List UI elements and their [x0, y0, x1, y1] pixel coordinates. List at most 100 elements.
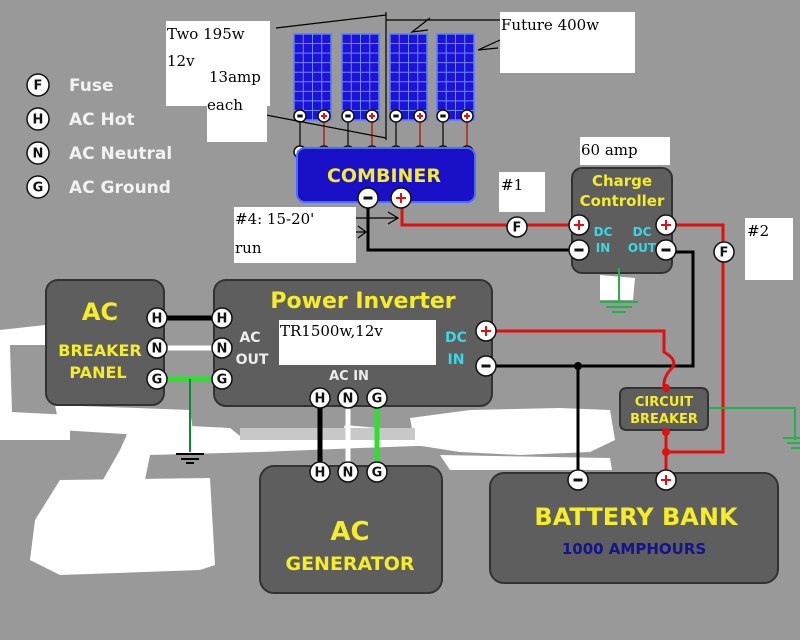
- panel-neutral-terminal: N: [146, 337, 168, 359]
- inverter-in-hot-terminal-letter: H: [315, 392, 326, 407]
- inverter-ac-in-label: AC IN: [329, 369, 369, 384]
- annotation-lines: [265, 12, 501, 239]
- panel-neutral-terminal-letter: N: [152, 342, 163, 357]
- scribble-shade: [240, 428, 415, 440]
- inverter-in-ground-terminal: G: [366, 387, 388, 409]
- panel-ground-terminal-letter: G: [152, 373, 163, 388]
- breaker-panel-title-3: PANEL: [69, 363, 126, 382]
- future-note-text: Future 400w: [501, 16, 600, 34]
- legend-label: AC Ground: [69, 178, 171, 198]
- inverter-in-ground-terminal-letter: G: [372, 392, 383, 407]
- run-note: #4: 15-20' run: [234, 207, 356, 263]
- cb-terminal-bottom: [662, 428, 670, 436]
- legend-symbol-icon-letter: N: [33, 147, 44, 162]
- solar-panel: [341, 33, 380, 159]
- generator-ground-terminal-letter: G: [372, 466, 383, 481]
- legend-label: Fuse: [69, 76, 114, 96]
- cc-dc-in-pos-terminal: [568, 214, 590, 236]
- cc-dc-out-label-1: DC: [633, 225, 652, 239]
- inverter-in-neutral-terminal: N: [337, 387, 359, 409]
- panel-neg-terminal: [389, 109, 403, 123]
- future-note: Future 400w: [500, 12, 635, 73]
- inverter-in-neutral-terminal-letter: N: [343, 392, 354, 407]
- inverter-ac-out-label-2: OUT: [236, 352, 269, 368]
- combiner-neg-terminal: [357, 187, 379, 209]
- breaker-panel-title-2: BREAKER: [58, 341, 141, 360]
- controller-rating: 60 amp: [581, 141, 638, 159]
- circuit-breaker-title-2: BREAKER: [630, 412, 698, 427]
- panel-spec-line-4: each: [207, 96, 243, 114]
- panel-pos-terminal: [365, 109, 379, 123]
- solar-panel: [389, 33, 428, 159]
- wire-combiner-neg: [366, 200, 580, 252]
- cc-ground-scribble: [600, 275, 635, 300]
- fuse-1: F: [506, 216, 528, 238]
- legend-symbol-icon: H: [26, 107, 50, 131]
- panel-neg-terminal: [436, 109, 450, 123]
- legend-item: G AC Ground: [26, 175, 171, 199]
- fuse-2: F: [713, 241, 735, 263]
- panel-ground-terminal: G: [146, 368, 168, 390]
- combiner-title: COMBINER: [327, 165, 441, 187]
- legend-symbol-icon-letter: H: [33, 113, 44, 128]
- inverter-dc-neg-terminal: [475, 355, 497, 377]
- run-note-line-2: run: [235, 239, 262, 257]
- wire-cc-out-pos: [665, 223, 725, 454]
- panel-spec-line-2: 12v: [167, 52, 195, 70]
- fuse2-label: #2: [747, 222, 770, 240]
- panel-earth-icon: [176, 453, 204, 464]
- battery-pos-terminal: [655, 469, 677, 491]
- fuse2-note: #2: [745, 218, 793, 280]
- cc-dc-in-label-2: IN: [596, 241, 611, 255]
- generator-hot-terminal: H: [309, 461, 331, 483]
- legend-symbol-icon: F: [26, 73, 50, 97]
- generator-ground-terminal: G: [366, 461, 388, 483]
- inverter-out-hot-terminal-letter: H: [217, 312, 228, 327]
- breaker-panel-title-1: AC: [82, 298, 118, 326]
- cc-dc-in-label-1: DC: [594, 225, 613, 239]
- cc-dc-out-pos-terminal: [655, 214, 677, 236]
- panel-pos-terminal: [317, 109, 331, 123]
- wire-cc-out-neg: [488, 250, 695, 368]
- battery-bank-title: BATTERY BANK: [534, 503, 739, 531]
- inverter-out-ground-terminal-letter: G: [217, 373, 228, 388]
- cc-dc-out-label-2: OUT: [628, 241, 657, 255]
- panel-pos-terminal: [460, 109, 474, 123]
- junction-pos: [662, 448, 670, 456]
- combiner-box: [296, 147, 476, 203]
- fuse1-note: #1: [499, 172, 545, 212]
- inverter-ac-out-label-1: AC: [239, 330, 260, 346]
- generator-hot-terminal-letter: H: [315, 466, 326, 481]
- inverter-out-neutral-terminal-letter: N: [217, 342, 228, 357]
- inverter-model-note: TR1500w,12v: [279, 320, 436, 365]
- junction-neg: [574, 362, 582, 370]
- legend-label: AC Hot: [69, 110, 135, 130]
- cc-dc-out-neg-terminal: [655, 239, 677, 261]
- inverter-out-ground-terminal: G: [211, 368, 233, 390]
- wire-breaker-ground: [706, 407, 796, 440]
- legend-symbol-icon-letter: F: [34, 79, 43, 94]
- legend-symbol-icon: G: [26, 175, 50, 199]
- fuse-2-letter: F: [720, 246, 729, 261]
- battery-neg-terminal: [567, 469, 589, 491]
- legend-item: H AC Hot: [26, 107, 135, 131]
- generator-title-1: AC: [330, 517, 369, 547]
- panel-pos-terminal: [413, 109, 427, 123]
- panel-neg-terminal: [341, 109, 355, 123]
- cc-ground-icon: [600, 301, 638, 313]
- panel-spec-line-3: 13amp: [209, 68, 261, 86]
- breaker-earth-icon: [783, 437, 800, 449]
- fuse1-label: #1: [501, 176, 524, 194]
- cc-dc-in-neg-terminal: [568, 239, 590, 261]
- inverter-out-neutral-terminal: N: [211, 337, 233, 359]
- wire-inverter-pos: [488, 329, 676, 390]
- panel-amp-note: 13amp each: [207, 60, 267, 142]
- inverter-title: Power Inverter: [270, 289, 455, 314]
- circuit-breaker-title-1: CIRCUIT: [635, 395, 693, 410]
- legend-symbol-icon-letter: G: [33, 181, 44, 196]
- generator-neutral-terminal-letter: N: [343, 466, 354, 481]
- controller-rating-note: 60 amp: [580, 137, 670, 165]
